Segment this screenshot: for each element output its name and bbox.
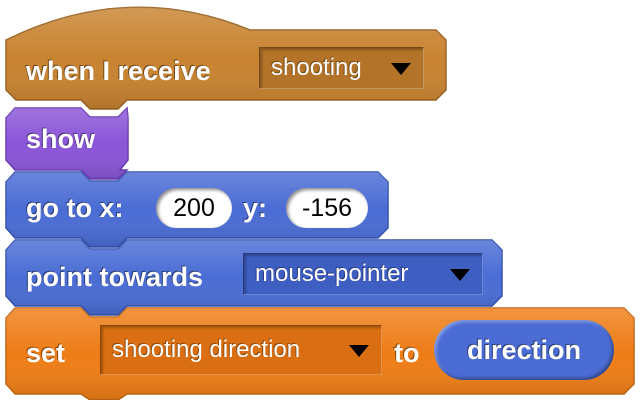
message-dropdown-value: shooting [271,54,362,81]
target-dropdown[interactable]: mouse-pointer [243,253,483,295]
target-dropdown-value: mouse-pointer [255,260,409,287]
chevron-down-icon [349,345,369,357]
chevron-down-icon [391,63,411,75]
go-to-x-label: go to x: [26,193,124,223]
variable-dropdown-value: shooting direction [112,336,301,363]
direction-reporter[interactable]: direction [434,320,614,380]
set-label: set [26,338,66,368]
chevron-down-icon [450,269,470,281]
point-towards-label: point towards [26,262,203,292]
when-i-receive-label: when I receive [26,56,211,86]
to-label: to [394,338,420,368]
x-coordinate-input[interactable]: 200 [156,188,232,228]
variable-dropdown[interactable]: shooting direction [100,325,382,375]
y-label: y: [243,193,268,223]
show-block[interactable] [5,106,129,180]
y-coordinate-input[interactable]: -156 [286,188,368,228]
message-dropdown[interactable]: shooting [259,47,424,89]
show-label: show [26,124,96,154]
